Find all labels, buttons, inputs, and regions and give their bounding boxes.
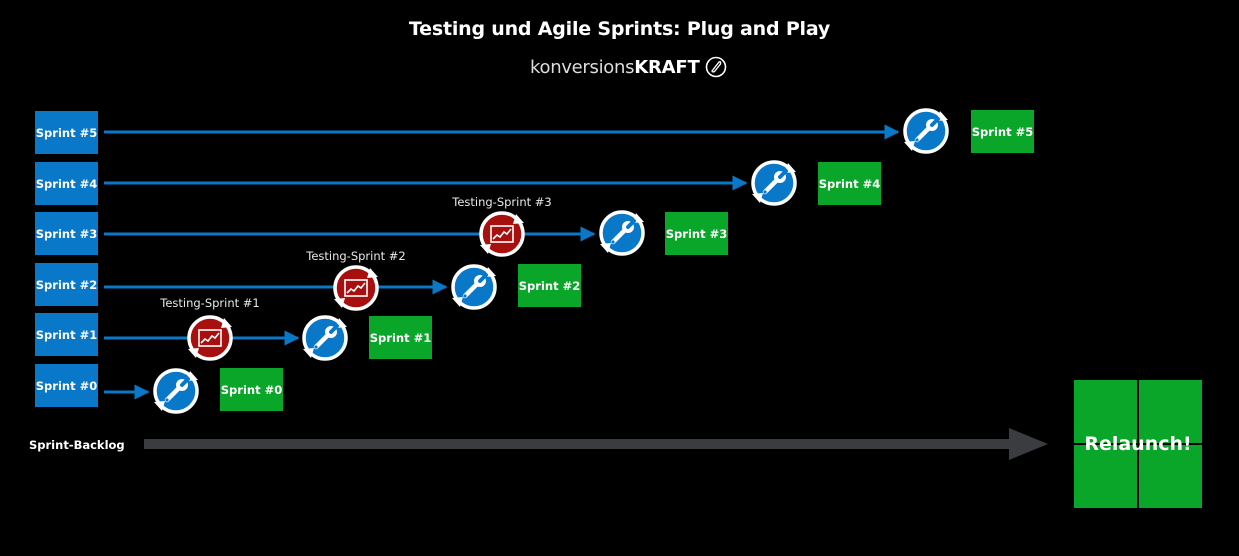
sprint-box-1: Sprint #1 (35, 313, 98, 356)
sprint-done-box-0: Sprint #0 (220, 368, 283, 411)
sprint-box-3: Sprint #3 (35, 212, 98, 255)
testing-sprint-label-3: Testing-Sprint #3 (452, 195, 552, 209)
relaunch-label: Relaunch! (1084, 433, 1192, 455)
testing-sprint-label-2: Testing-Sprint #2 (306, 249, 406, 263)
sprint-done-box-5: Sprint #5 (971, 110, 1034, 153)
sprint-box-2: Sprint #2 (35, 263, 98, 306)
brand-name-bold: KRAFT (634, 56, 700, 78)
testing-sprint-label-1: Testing-Sprint #1 (160, 296, 260, 310)
page-title: Testing und Agile Sprints: Plug and Play (408, 18, 831, 40)
wrench-cycle-icon (152, 368, 200, 414)
chart-cycle-icon (332, 265, 380, 311)
relaunch-divider-horizontal (1074, 443, 1202, 445)
sprint-done-box-4: Sprint #4 (818, 162, 881, 205)
brand-name-light: konversions (530, 56, 635, 78)
wrench-cycle-icon (598, 210, 646, 256)
sprint-box-4: Sprint #4 (35, 162, 98, 205)
backlog-label: Sprint-Backlog (29, 438, 125, 452)
wrench-cycle-icon (902, 108, 950, 154)
wrench-cycle-icon (450, 264, 498, 310)
sprint-box-0: Sprint #0 (35, 364, 98, 407)
chart-cycle-icon (186, 315, 234, 361)
brand-mark-icon (705, 56, 726, 78)
relaunch-box: Relaunch! (1074, 380, 1202, 508)
sprint-done-box-2: Sprint #2 (518, 264, 581, 307)
sprint-box-5: Sprint #5 (35, 111, 98, 154)
sprint-done-box-3: Sprint #3 (665, 212, 728, 255)
sprint-done-box-1: Sprint #1 (369, 316, 432, 359)
wrench-cycle-icon (750, 160, 798, 206)
chart-cycle-icon (478, 211, 526, 257)
backlog-arrow (144, 428, 1048, 460)
wrench-cycle-icon (301, 315, 349, 361)
